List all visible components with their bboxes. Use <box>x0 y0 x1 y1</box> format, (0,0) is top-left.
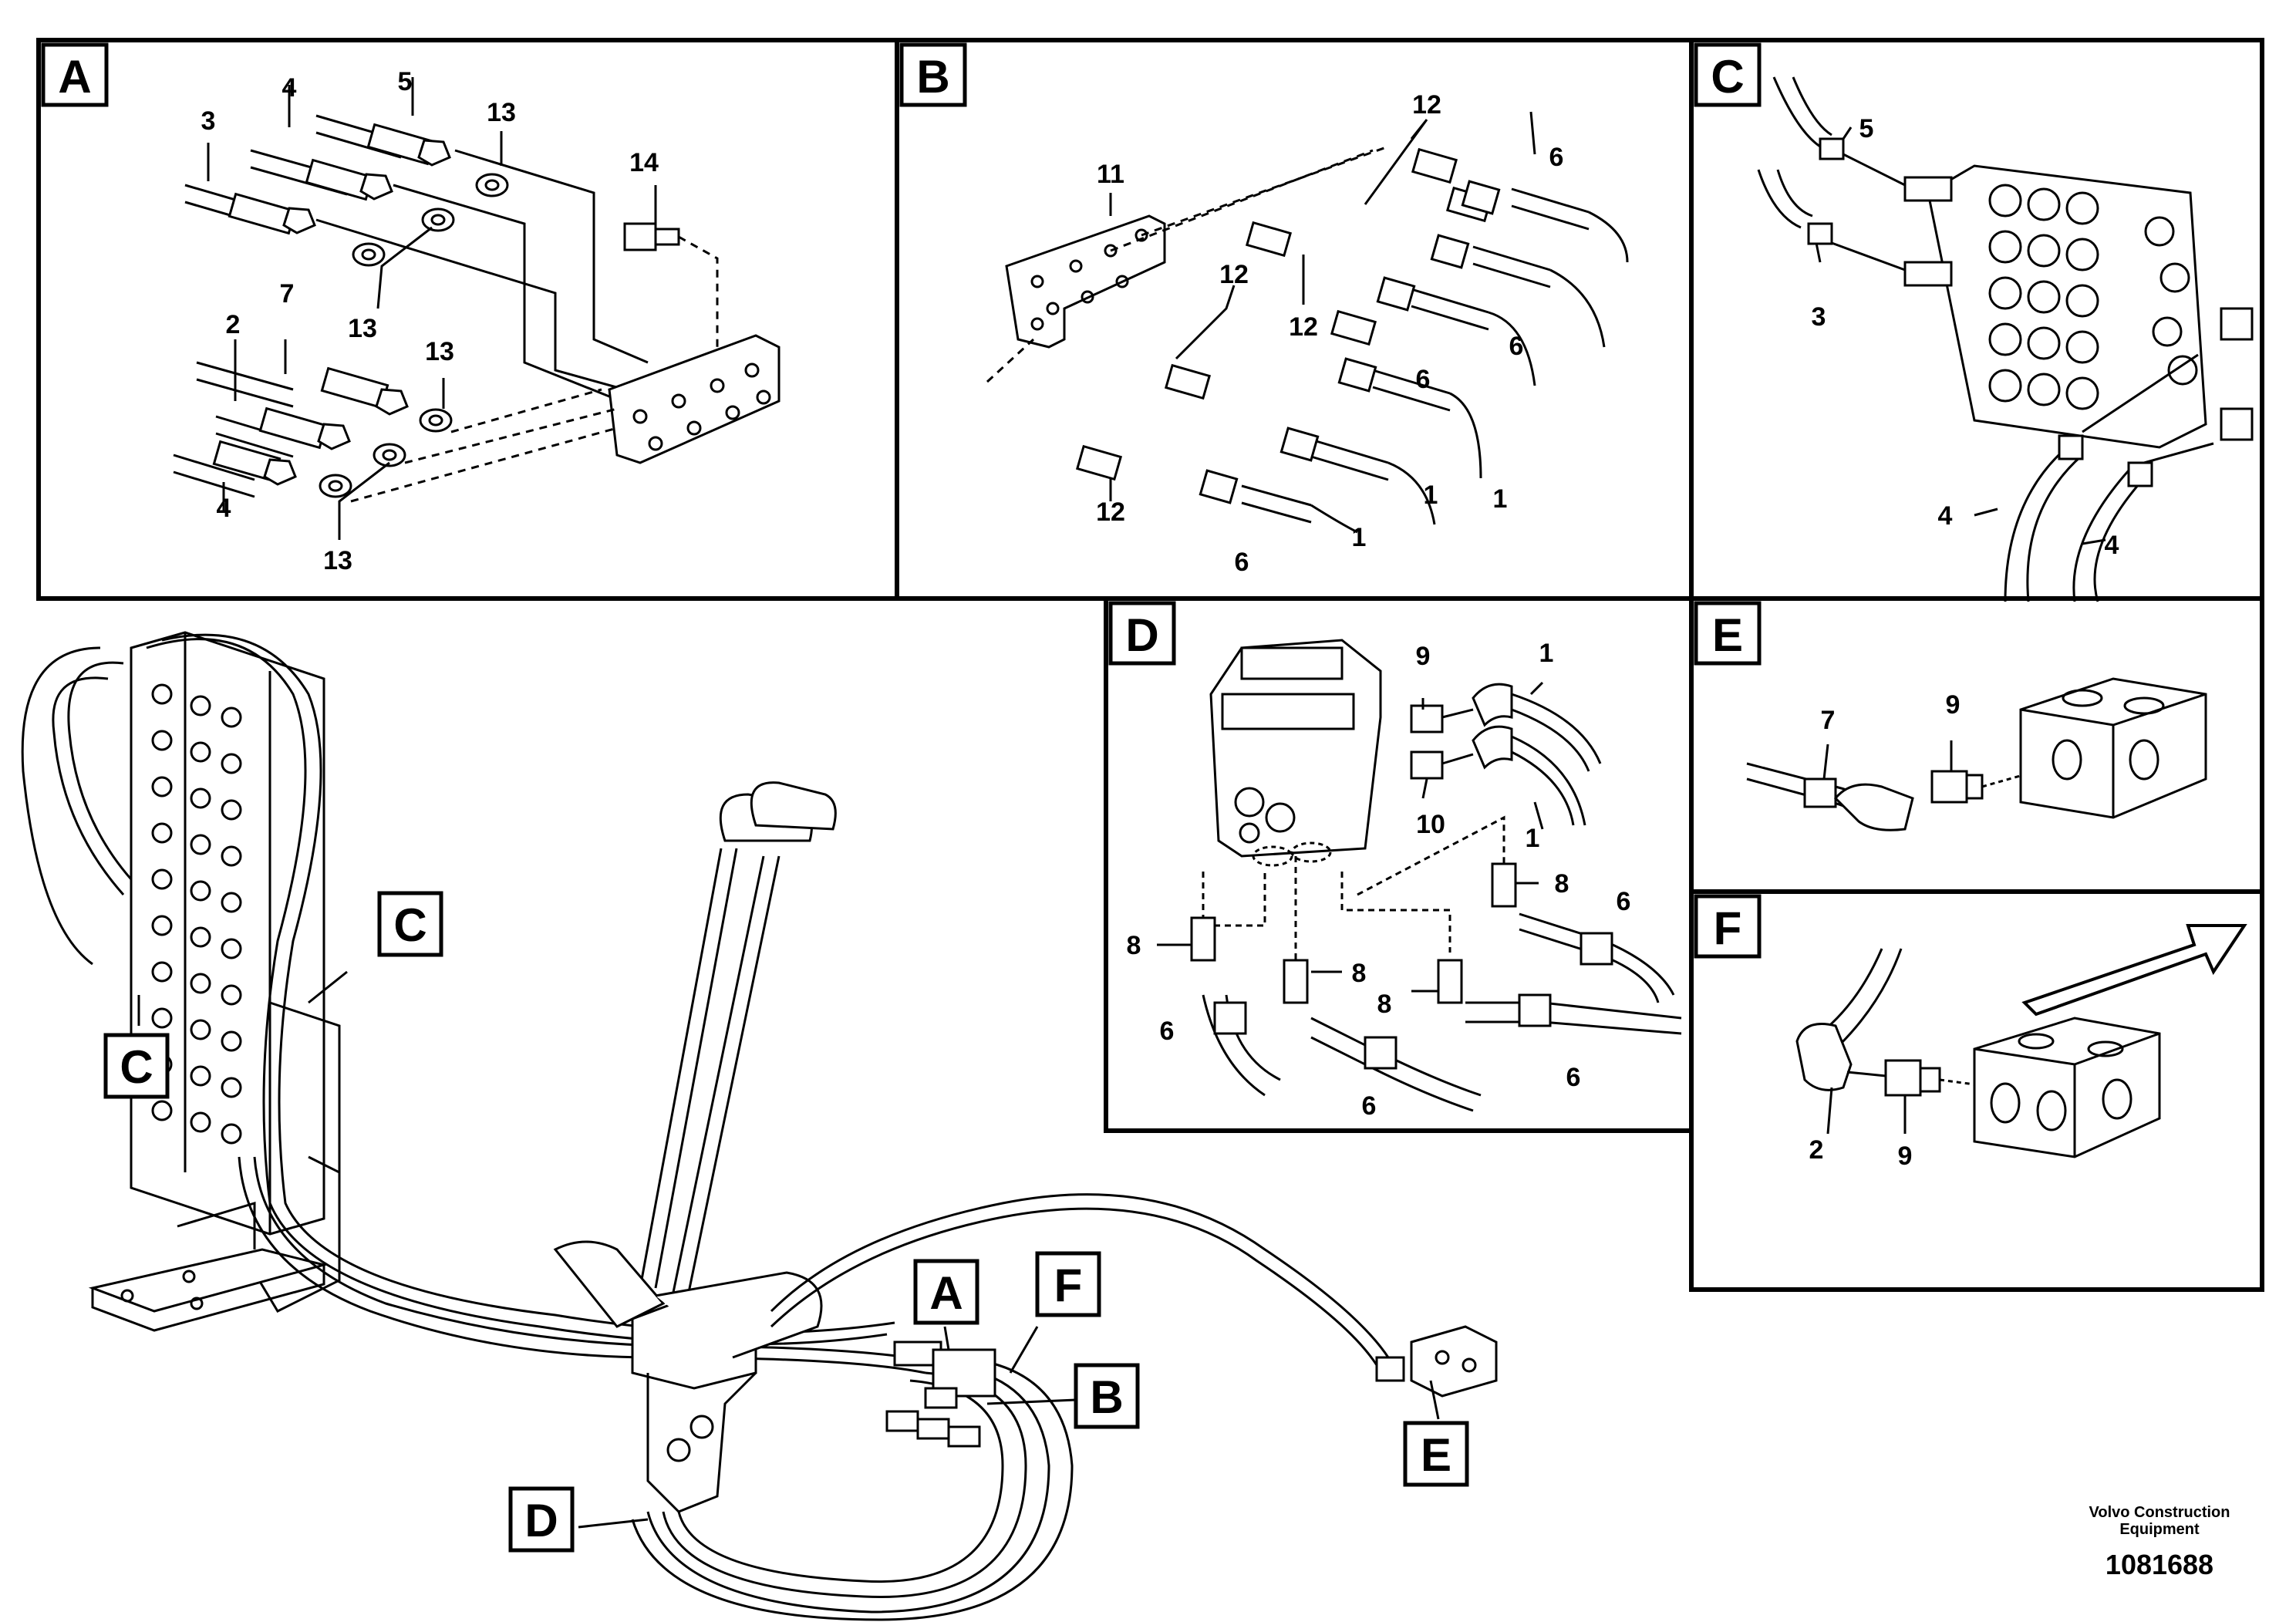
panel-d-drawing <box>1157 639 1682 1112</box>
panel-d-letter: D <box>1125 609 1158 661</box>
panel-e-label: 9 <box>1946 690 1961 720</box>
panel-a-label: 3 <box>201 106 216 136</box>
panel-f-frame <box>1689 889 2264 1292</box>
panel-a-label: 4 <box>217 494 231 523</box>
panel-b-label: 6 <box>1549 143 1564 172</box>
overview-drawing <box>21 631 1498 1621</box>
panel-b-label: 11 <box>1097 160 1124 189</box>
callout-e[interactable]: E <box>1421 1429 1451 1481</box>
panel-d-label: 6 <box>1617 887 1631 916</box>
panel-a-label: 7 <box>280 279 295 309</box>
panel-c-label: 4 <box>2105 531 2119 560</box>
panel-d-label: 6 <box>1566 1063 1581 1092</box>
panel-b-label: 12 <box>1412 90 1441 120</box>
panel-b-label: 1 <box>1424 481 1438 510</box>
brand-line-2: Equipment <box>2119 1521 2200 1538</box>
panel-b-label: 12 <box>1219 260 1249 289</box>
panel-d-label: 8 <box>1127 931 1141 960</box>
panel-a-label: 13 <box>323 546 352 575</box>
callout-b[interactable]: B <box>1090 1371 1123 1423</box>
panel-a-drawing <box>173 77 781 540</box>
panel-d-label: 8 <box>1352 959 1367 988</box>
panel-a-label: 14 <box>629 148 659 177</box>
footer: Volvo Construction Equipment 1081688 <box>2036 1504 2283 1581</box>
panel-d-label: 1 <box>1526 824 1540 853</box>
panel-f-label: 9 <box>1898 1141 1913 1171</box>
panel-a-label: 13 <box>487 98 516 127</box>
panel-b-label: 12 <box>1096 497 1125 527</box>
panel-b-label: 6 <box>1509 332 1524 361</box>
panel-f-letter: F <box>1714 902 1742 954</box>
panel-f-label: 2 <box>1809 1135 1824 1165</box>
callout-c-lower[interactable]: C <box>120 1041 153 1093</box>
panel-b-label: 6 <box>1416 365 1431 394</box>
panel-d-label: 10 <box>1416 810 1445 839</box>
panel-d-frame <box>1104 596 1694 1133</box>
panel-a-label: 4 <box>282 73 297 103</box>
panel-d-label: 8 <box>1555 869 1569 899</box>
brand-line-1: Volvo Construction <box>2089 1504 2230 1521</box>
panel-a-frame <box>36 38 899 601</box>
panel-e-drawing <box>1746 677 2207 831</box>
panel-d-label: 6 <box>1160 1017 1175 1046</box>
panel-d-label: 9 <box>1416 642 1431 671</box>
panel-c-letter: C <box>1711 51 1744 103</box>
callout-c-upper[interactable]: C <box>393 899 426 951</box>
callout-a[interactable]: A <box>929 1267 963 1319</box>
panel-b-label: 1 <box>1352 523 1367 552</box>
panel-b-label: 6 <box>1235 548 1249 577</box>
panel-c-label: 4 <box>1938 501 1953 531</box>
panel-c-drawing <box>1757 76 2254 602</box>
document-number: 1081688 <box>2105 1549 2214 1580</box>
panel-d-label: 6 <box>1362 1091 1377 1121</box>
panel-a-label: 2 <box>226 310 241 339</box>
panel-b-drawing <box>986 111 1629 534</box>
panel-e-letter: E <box>1712 609 1743 661</box>
callout-d[interactable]: D <box>524 1495 558 1546</box>
panel-b-letter: B <box>916 51 949 103</box>
panel-f-drawing <box>1795 924 2247 1158</box>
panel-a-label: 13 <box>425 337 454 366</box>
panel-d-label: 8 <box>1377 990 1392 1019</box>
panel-c-label: 3 <box>1812 302 1826 332</box>
panel-a-letter: A <box>58 51 91 103</box>
panel-e-label: 7 <box>1821 706 1836 735</box>
panel-c-label: 5 <box>1859 114 1874 143</box>
panel-a-label: 13 <box>348 314 377 343</box>
panel-b-label: 1 <box>1493 484 1508 514</box>
panel-b-label: 12 <box>1289 312 1318 342</box>
panel-a-label: 5 <box>398 67 413 96</box>
panel-d-label: 1 <box>1539 639 1554 668</box>
callout-f[interactable]: F <box>1054 1259 1083 1311</box>
